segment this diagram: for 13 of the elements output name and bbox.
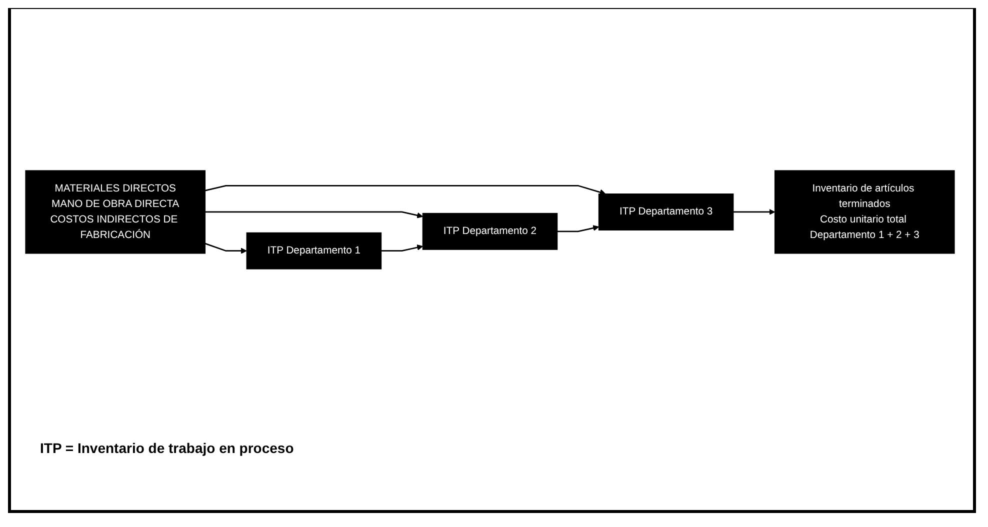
node-box [422,213,558,250]
arrow [205,185,606,196]
node-box [774,170,955,254]
node-box [246,232,382,270]
arrow [205,212,423,219]
arrow [381,244,423,252]
arrow [733,209,776,216]
node-box [598,194,734,231]
node-box [25,170,206,254]
flowchart: MATERIALES DIRECTOS MANO DE OBRA DIRECTA COSTOS INDIRECTOS DE FABRICACIÓN ITP Departamento 1 ITP Departamento 2 ITP Departamento 3 Inventario de artículos terminados Costo unitario total Departamento 1 + 2 + 3 [20,165,960,275]
arrow [204,243,247,254]
note-text: ITP = Inventario de trabajo en proceso [40,440,294,456]
arrow [557,225,600,232]
